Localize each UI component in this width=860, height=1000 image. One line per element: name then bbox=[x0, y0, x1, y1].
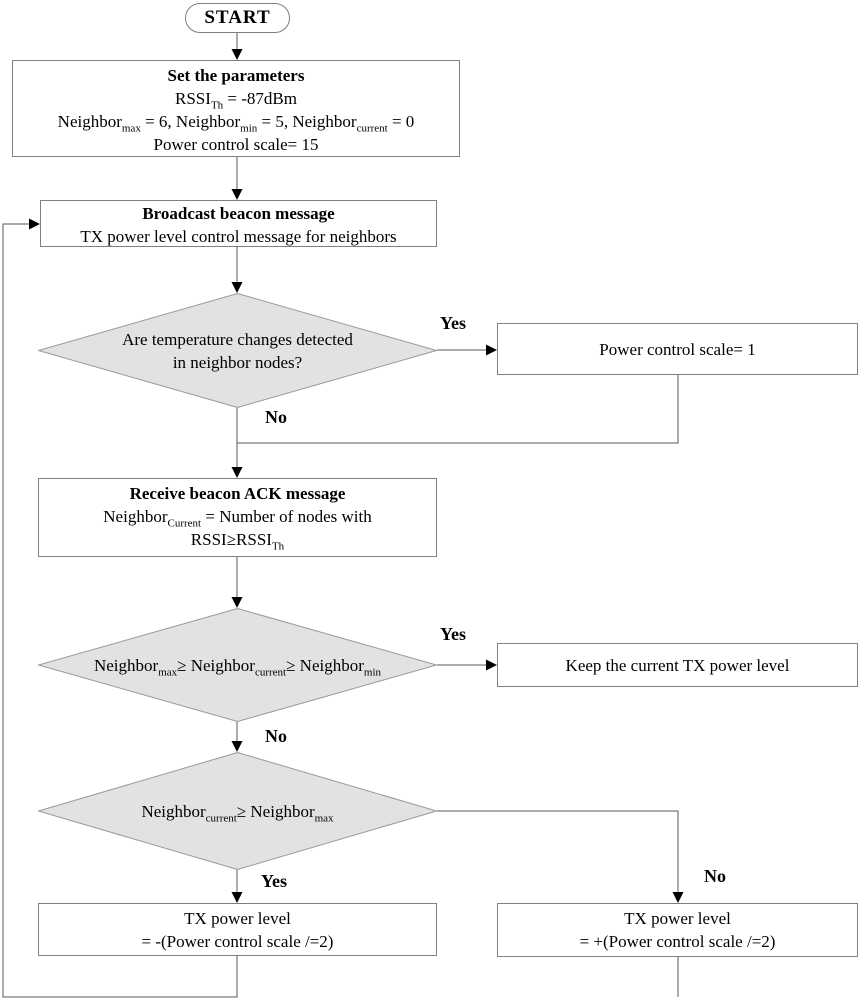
decision-neighbor-range-node: Neighbormax≥ Neighborcurrent≥ Neighbormi… bbox=[38, 608, 437, 722]
decision-neighbor-max-node: Neighborcurrent≥ Neighbormax bbox=[38, 752, 437, 870]
set-parameters-line: RSSITh = -87dBm bbox=[175, 89, 297, 112]
diamond-shape bbox=[38, 293, 437, 408]
label-decision-range-no: No bbox=[265, 726, 287, 746]
edge-decision-max-no bbox=[437, 810, 679, 902]
receive-ack-line: NeighborCurrent = Number of nodes with bbox=[103, 507, 372, 530]
set-parameters-line: Neighbormax = 6, Neighbormin = 5, Neighb… bbox=[57, 112, 415, 135]
set-parameters-node: Set the parameters RSSITh = -87dBm Neigh… bbox=[12, 60, 460, 157]
tx-increase-line: = +(Power control scale /=2) bbox=[579, 932, 776, 951]
tx-decrease-line: = -(Power control scale /=2) bbox=[141, 931, 334, 951]
decision-neighbor-range-line: Neighbormax≥ Neighborcurrent≥ Neighbormi… bbox=[93, 655, 382, 678]
decision-neighbor-max-line: Neighborcurrent≥ Neighbormax bbox=[141, 801, 334, 824]
start-node: START bbox=[185, 3, 290, 33]
tx-decrease-line: TX power level bbox=[184, 908, 291, 928]
set-parameters-title: Set the parameters bbox=[167, 66, 305, 85]
edge-powerscale-return bbox=[237, 375, 679, 444]
diamond-shape bbox=[38, 608, 437, 722]
decision-temperature-node: Are temperature changes detected in neig… bbox=[38, 293, 437, 408]
keep-power-label: Keep the current TX power level bbox=[565, 655, 790, 675]
tx-decrease-node: TX power level = -(Power control scale /… bbox=[38, 903, 437, 956]
label-decision-max-yes: Yes bbox=[261, 871, 287, 891]
receive-ack-line: RSSI≥RSSITh bbox=[190, 530, 285, 553]
power-scale-one-node: Power control scale= 1 bbox=[497, 323, 858, 375]
broadcast-title: Broadcast beacon message bbox=[142, 204, 335, 223]
broadcast-line: TX power level control message for neigh… bbox=[80, 227, 397, 246]
start-label: START bbox=[204, 7, 271, 28]
tx-increase-line: TX power level bbox=[624, 909, 731, 928]
label-decision-range-yes: Yes bbox=[440, 624, 466, 644]
keep-power-node: Keep the current TX power level bbox=[497, 643, 858, 687]
power-scale-one-label: Power control scale= 1 bbox=[599, 339, 756, 359]
set-parameters-line: Power control scale= 15 bbox=[153, 135, 319, 154]
decision-temperature-line: in neighbor nodes? bbox=[172, 352, 303, 372]
edge-feedback-loop bbox=[2, 223, 238, 998]
broadcast-beacon-node: Broadcast beacon message TX power level … bbox=[40, 200, 437, 247]
arrowheads bbox=[29, 49, 684, 903]
tx-increase-node: TX power level = +(Power control scale /… bbox=[497, 903, 858, 957]
receive-ack-node: Receive beacon ACK message NeighborCurre… bbox=[38, 478, 437, 557]
label-decision-temp-no: No bbox=[265, 407, 287, 427]
decision-temperature-line: Are temperature changes detected bbox=[122, 329, 353, 349]
diamond-shape bbox=[38, 752, 437, 870]
receive-ack-title: Receive beacon ACK message bbox=[129, 484, 346, 503]
label-decision-max-no: No bbox=[704, 866, 726, 886]
label-decision-temp-yes: Yes bbox=[440, 313, 466, 333]
